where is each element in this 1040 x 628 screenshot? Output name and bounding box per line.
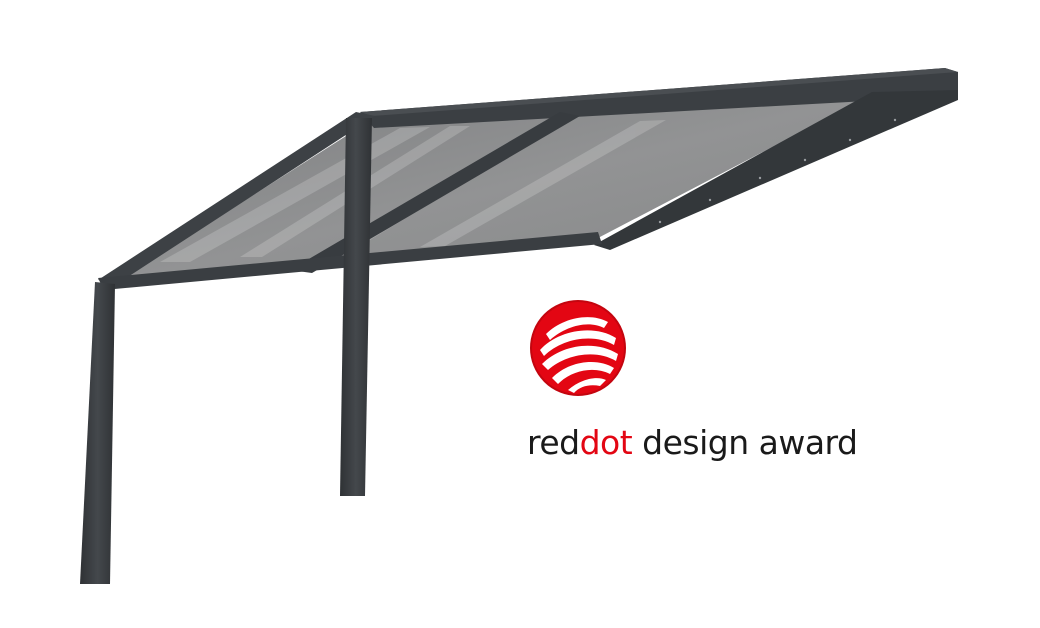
- award-word-rest: design award: [632, 423, 858, 462]
- rear-post: [340, 118, 372, 496]
- award-caption: reddot design award: [527, 426, 858, 459]
- reddot-sphere-logo-icon: [530, 300, 626, 396]
- rail-rivets: [658, 118, 897, 224]
- reddot-award-badge: reddot design award: [520, 298, 858, 478]
- front-left-post: [80, 282, 115, 584]
- left-side-beam: [98, 112, 375, 282]
- award-word-dot: dot: [579, 423, 633, 462]
- right-side-rail: [594, 90, 958, 250]
- canopy-fabric: [112, 95, 872, 285]
- award-word-red: red: [527, 423, 580, 462]
